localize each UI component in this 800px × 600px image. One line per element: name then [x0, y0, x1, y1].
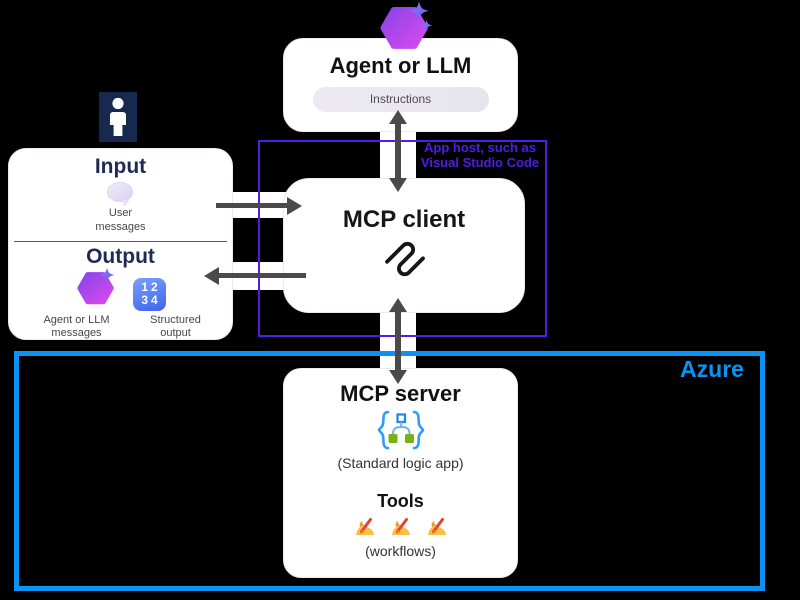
- speech-bubble-icon: [9, 181, 232, 207]
- io-divider: [14, 240, 227, 242]
- person-icon: [99, 92, 137, 147]
- tools-title: Tools: [377, 491, 424, 511]
- workflow-icon: [389, 515, 413, 539]
- numbers-tile-row2: 34: [141, 293, 161, 307]
- mcp-client-title: MCP client: [342, 206, 466, 233]
- app-host-frame: [258, 140, 547, 337]
- input-caption: User messages: [95, 207, 146, 233]
- agent-llm-title: Agent or LLM: [329, 53, 472, 78]
- azure-frame: [14, 351, 765, 591]
- mcp-server-title: MCP server: [340, 381, 461, 406]
- mcp-server-box: MCP server (Standard logic app) Tools: [283, 368, 518, 578]
- logic-app-icon: [284, 409, 517, 455]
- numbers-tile-row1: 12: [141, 279, 161, 294]
- app-host-label: App host, such as Visual Studio Code: [420, 140, 540, 170]
- instructions-pill: Instructions: [312, 87, 489, 112]
- output-caption-structured: Structured output: [150, 313, 201, 340]
- standard-logic-app-caption: (Standard logic app): [337, 455, 464, 471]
- output-title: Output: [86, 244, 155, 268]
- numbers-tile-icon: 12 34: [133, 277, 166, 311]
- workflows-caption: (workflows): [365, 543, 436, 559]
- azure-label: Azure: [680, 356, 744, 382]
- mcp-logo-icon: [381, 234, 427, 285]
- copilot-hexagon-icon: [75, 266, 119, 311]
- workflow-icon: [425, 515, 449, 539]
- input-output-box: Input User messages Output 12 34 Agent o: [8, 148, 233, 340]
- copilot-hexagon-icon: [378, 1, 434, 58]
- output-caption-agent: Agent or LLM messages: [43, 313, 110, 340]
- input-title: Input: [94, 155, 147, 178]
- workflow-icon: [353, 515, 377, 539]
- mcp-client-box: MCP client: [283, 178, 525, 313]
